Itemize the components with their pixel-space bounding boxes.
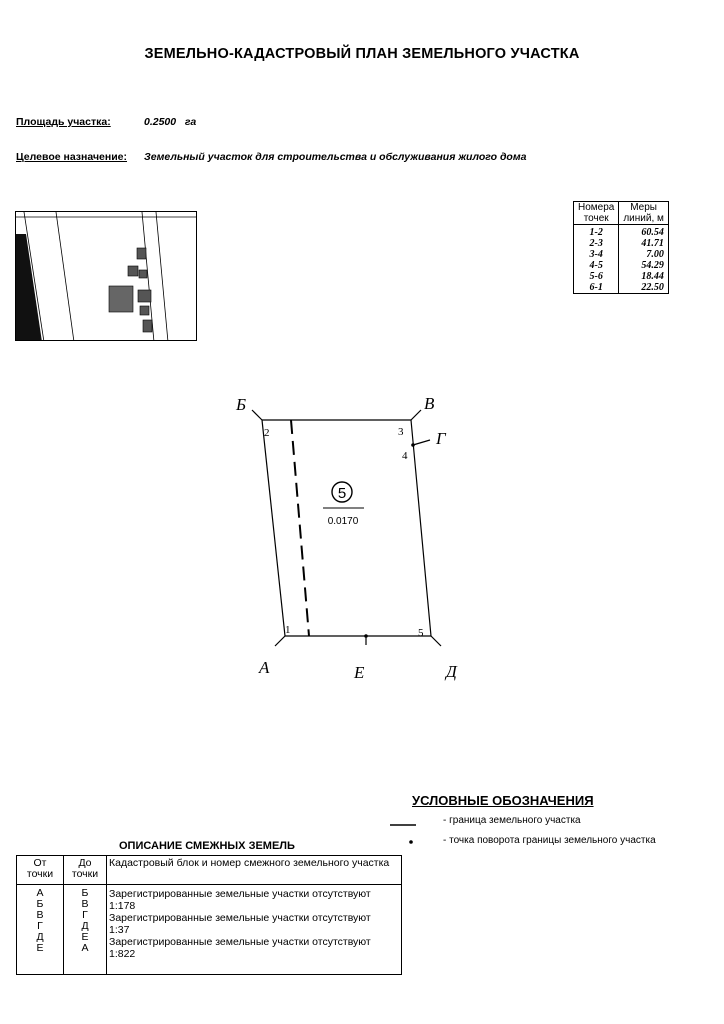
from-points-column: А Б В Г Д Е	[16, 884, 64, 975]
header-description: Кадастровый блок и номер смежного земель…	[106, 855, 402, 885]
area-unit: га	[184, 116, 197, 128]
measures-table: Номера точек Меры линий, м 1-2 2-3 3-4 4…	[572, 201, 669, 294]
measure-points: 5-6	[589, 271, 603, 282]
adjacent-lands-title: ОПИСАНИЕ СМЕЖНЫХ ЗЕМЕЛЬ	[119, 840, 295, 852]
from-point: В	[36, 909, 44, 921]
measure-length: 60.54	[641, 227, 664, 238]
header-line: точек	[583, 213, 609, 224]
purpose-label: Целевое назначение:	[16, 151, 128, 163]
purpose-value: Земельный участок для строительства и об…	[144, 151, 527, 163]
interior-dashed-line	[290, 419, 310, 637]
adjacent-description: 1:37	[109, 924, 130, 936]
measure-length: 54.29	[641, 260, 664, 271]
point-number-5: 5	[418, 627, 424, 639]
turn-point-marker	[364, 634, 368, 638]
measure-points: 3-4	[589, 249, 603, 260]
measure-points: 4-5	[589, 260, 603, 271]
header-to-point: До точки	[63, 855, 107, 885]
adjacent-table-header: От точки До точки Кадастровый блок и ном…	[16, 855, 402, 885]
neighbor-letter-v: В	[424, 394, 435, 413]
point-number-4: 4	[402, 450, 408, 462]
measure-points: 6-1	[589, 282, 603, 293]
point-number-1: 1	[285, 624, 291, 636]
adjacent-description: Зарегистрированные земельные участки отс…	[109, 888, 371, 900]
parcel-boundary	[261, 419, 432, 637]
header-line: До	[78, 857, 92, 869]
measure-points: 2-3	[589, 238, 603, 249]
measure-length: 22.50	[641, 282, 664, 293]
parcel-area: 0.0170	[328, 516, 359, 527]
from-point: Е	[36, 942, 44, 954]
header-line: От	[33, 857, 47, 869]
legend-dot-symbol	[409, 840, 413, 844]
neighbor-letter-b: Б	[235, 395, 246, 414]
measure-points: 1-2	[589, 227, 603, 238]
descriptions-column: Зарегистрированные земельные участки отс…	[106, 884, 402, 975]
adjacent-description: Зарегистрированные земельные участки отс…	[109, 912, 371, 924]
measure-length: 18.44	[641, 271, 664, 282]
to-point: Б	[81, 887, 89, 899]
legend-title: УСЛОВНЫЕ ОБОЗНАЧЕНИЯ	[412, 793, 594, 808]
to-point: В	[81, 898, 89, 910]
corner-ticks	[251, 409, 442, 647]
from-point: Г	[37, 920, 43, 932]
document-title: ЗЕМЕЛЬНО-КАДАСТРОВЫЙ ПЛАН ЗЕМЕЛЬНОГО УЧА…	[144, 46, 580, 62]
to-point: Е	[81, 931, 89, 943]
measures-header-points: Номера точек	[572, 201, 620, 225]
header-line: точки	[26, 868, 54, 880]
to-point: А	[81, 942, 89, 954]
parcel-number-circle	[331, 481, 353, 503]
parcel-number: 5	[338, 485, 346, 502]
location-map-drawing	[16, 212, 196, 340]
measures-length-column: 60.54 41.71 7.00 54.29 18.44 22.50	[618, 224, 669, 294]
adjacent-description: 1:178	[109, 900, 136, 912]
header-line: точки	[71, 868, 99, 880]
measure-length: 7.00	[646, 249, 664, 260]
header-line: Номера	[578, 202, 615, 213]
measure-length: 41.71	[641, 238, 664, 249]
to-points-column: Б В Г Д Е А	[63, 884, 107, 975]
neighbor-letter-g: Г	[435, 429, 447, 448]
from-point: Б	[36, 898, 44, 910]
to-point: Д	[81, 920, 89, 932]
from-point: А	[36, 887, 44, 899]
adjacent-table-body: А Б В Г Д Е Б В Г Д Е А Зарегистрированн…	[16, 884, 402, 975]
legend-item-turn-point: - точка поворота границы земельного учас…	[443, 835, 656, 846]
point-number-3: 3	[398, 426, 404, 438]
measures-table-body: 1-2 2-3 3-4 4-5 5-6 6-1 60.54 41.71 7.00…	[572, 224, 669, 294]
measures-points-column: 1-2 2-3 3-4 4-5 5-6 6-1	[572, 224, 620, 294]
area-number: 0.2500	[144, 116, 177, 128]
neighbor-letter-a: А	[258, 658, 270, 677]
from-point: Д	[36, 931, 44, 943]
neighbor-letter-e: Е	[353, 663, 365, 682]
header-line: линий, м	[623, 213, 664, 224]
point-number-2: 2	[264, 427, 270, 439]
header-line: Меры	[630, 202, 657, 213]
area-label: Площадь участка:	[16, 116, 111, 128]
area-value: 0.2500 га	[144, 116, 196, 128]
adjacent-description: 1:822	[109, 948, 136, 960]
legend-item-boundary: - граница земельного участка	[443, 815, 581, 826]
to-point: Г	[82, 909, 88, 921]
adjacent-description: Зарегистрированные земельные участки отс…	[109, 936, 371, 948]
header-from-point: От точки	[16, 855, 64, 885]
turn-point-marker	[411, 443, 415, 447]
neighbor-letter-d: Д	[444, 662, 458, 681]
adjacent-lands-table: От точки До точки Кадастровый блок и ном…	[16, 855, 402, 975]
location-map-thumbnail	[15, 211, 197, 341]
